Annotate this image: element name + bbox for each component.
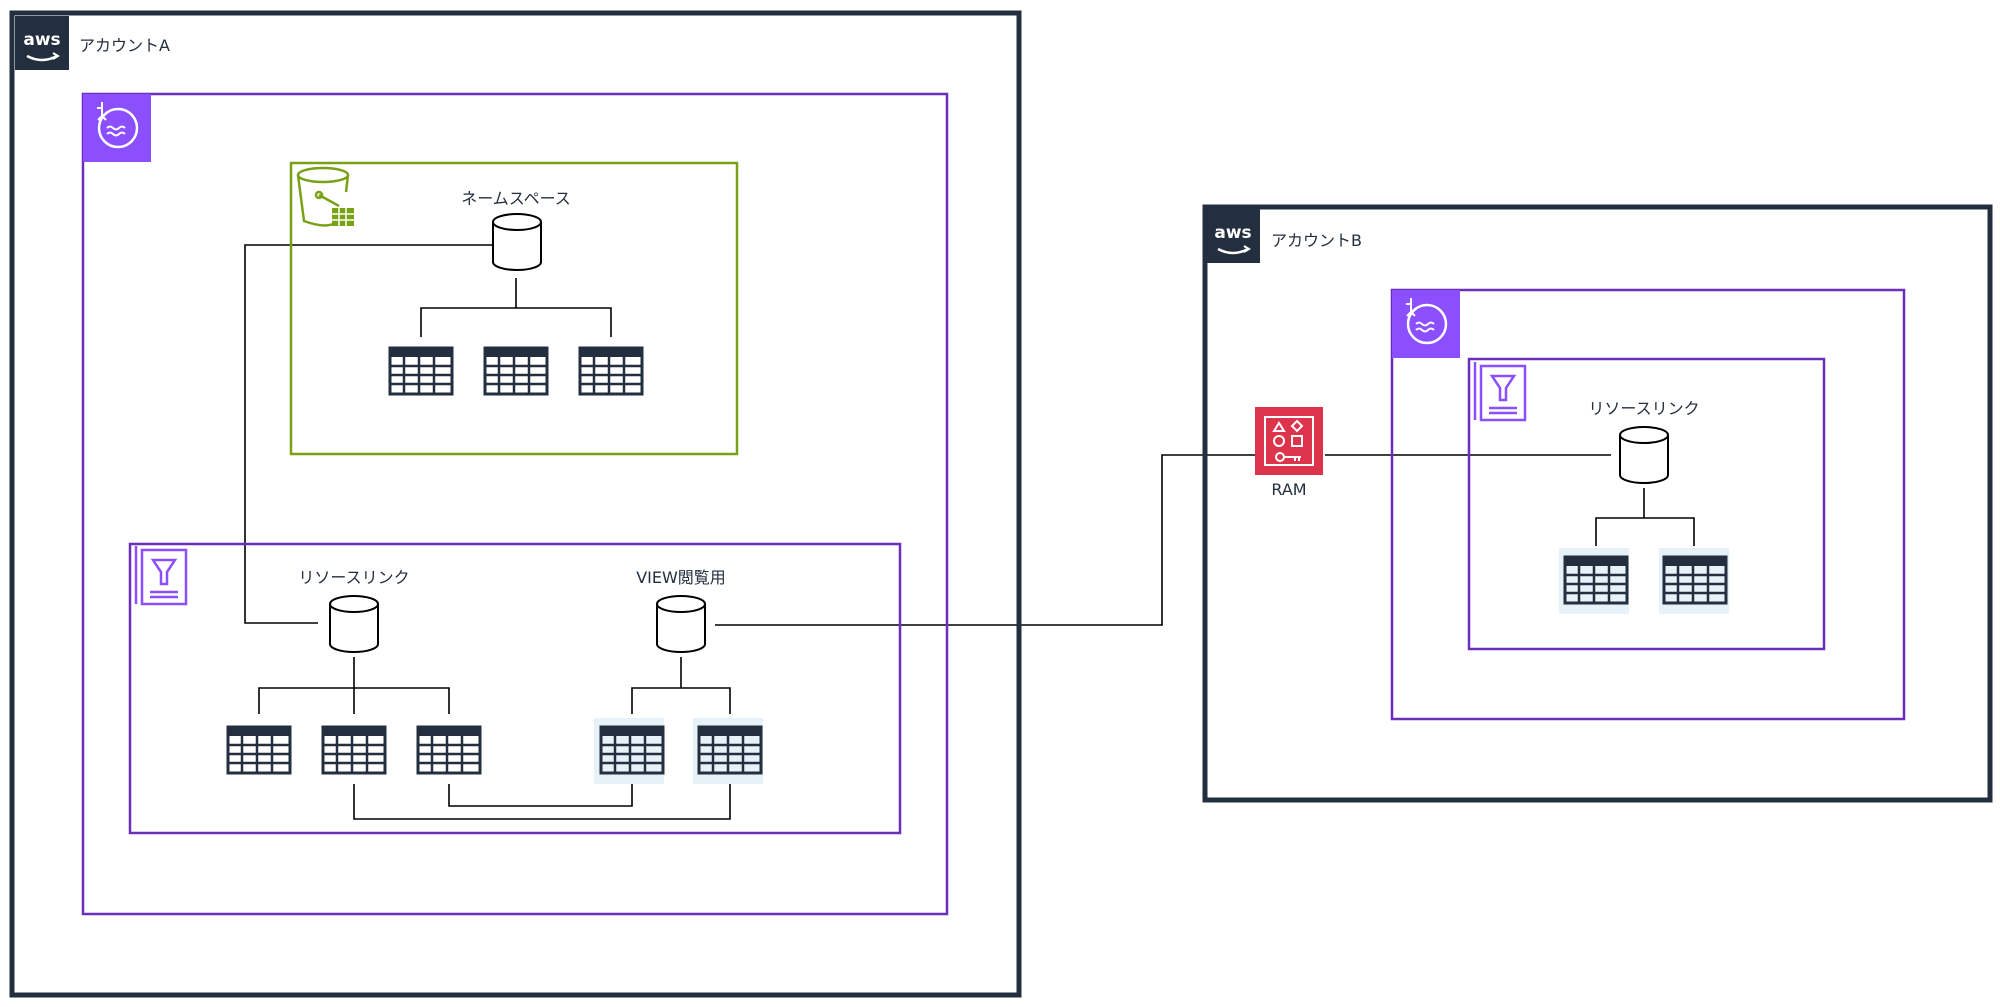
lake-formation-container-b [1390, 288, 1906, 721]
namespace-table-icon [388, 346, 454, 396]
connector-lines [244, 244, 1695, 820]
namespace-table-icon [578, 346, 644, 396]
s3-table-bucket-container [289, 161, 739, 456]
link-view-to-ram [715, 454, 1255, 626]
resource-link-a-database-icon [329, 595, 379, 653]
namespace-database-icon [492, 213, 542, 271]
data-catalog-container-b [1467, 357, 1826, 651]
ram-label: RAM [1271, 480, 1306, 499]
resource-link-a-table-icon [416, 725, 482, 775]
aws-logo-icon: aws [1204, 207, 1262, 265]
lake-formation-container-a [81, 92, 949, 916]
account-a-boundary [9, 10, 1022, 998]
resource-access-manager-icon [1255, 407, 1323, 475]
view-database-icon [656, 595, 706, 653]
svg-text:aws: aws [1214, 223, 1251, 243]
resource-link-b-label: リソースリンク [1588, 399, 1699, 418]
glue-data-catalog-icon [1473, 360, 1527, 422]
resource-link-a-table-icon [226, 725, 292, 775]
account-a-label: アカウントA [79, 36, 170, 55]
data-catalog-container-a [128, 542, 902, 835]
resource-link-a-label: リソースリンク [298, 568, 409, 587]
account-b-boundary [1202, 204, 1993, 803]
lake-formation-icon [1390, 288, 1462, 360]
s3-table-bucket-icon [296, 166, 354, 227]
aws-logo-icon: aws [13, 14, 71, 72]
resource-link-a-table-icon [321, 725, 387, 775]
namespace-label: ネームスペース [461, 189, 571, 208]
namespace-table-icon [483, 346, 549, 396]
view-db-label: VIEW閲覧用 [636, 568, 726, 587]
account-b-label: アカウントB [1271, 231, 1362, 250]
resource-link-b-database-icon [1619, 426, 1669, 484]
glue-data-catalog-icon [134, 544, 188, 606]
svg-text:aws: aws [23, 30, 60, 50]
lake-formation-icon [81, 92, 153, 164]
link-namespace-to-resource-link [244, 244, 493, 624]
